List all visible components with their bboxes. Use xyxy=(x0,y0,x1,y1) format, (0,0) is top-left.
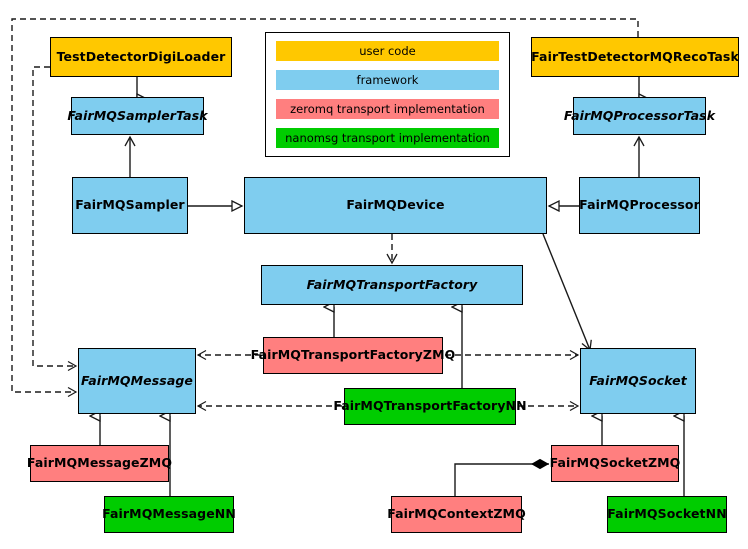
class-box-fairmqprocessortask[interactable]: FairMQProcessorTask xyxy=(564,97,715,135)
edge-contextzmq-socketzmq xyxy=(454,464,549,496)
class-box-fairtestdetectormqrecotask[interactable]: FairTestDetectorMQRecoTask xyxy=(531,37,739,77)
class-label: FairMQTransportFactoryNN xyxy=(333,398,527,414)
class-label: FairMQProcessor xyxy=(579,197,700,213)
edge-device-socket xyxy=(542,233,592,352)
color-legend: user code framework zeromq transport imp… xyxy=(265,32,510,157)
class-box-fairmqmessagezmq[interactable]: FairMQMessageZMQ xyxy=(26,445,173,482)
class-label: FairMQContextZMQ xyxy=(387,506,526,522)
class-box-fairmqsamplertask[interactable]: FairMQSamplerTask xyxy=(67,97,208,135)
class-box-fairmqmessage[interactable]: FairMQMessage xyxy=(78,348,196,414)
class-label: FairMQMessageZMQ xyxy=(26,455,173,471)
legend-item-user-code: user code xyxy=(276,41,499,61)
class-box-fairmqdevice[interactable]: FairMQDevice xyxy=(244,177,547,234)
class-label: FairMQSamplerTask xyxy=(67,107,208,123)
class-label: TestDetectorDigiLoader xyxy=(56,48,226,64)
class-box-fairmqcontextzmq[interactable]: FairMQContextZMQ xyxy=(387,496,526,533)
class-label: FairMQSampler xyxy=(75,197,185,213)
legend-item-nanomsg: nanomsg transport implementation xyxy=(276,128,499,148)
class-box-fairmqsocketnn[interactable]: FairMQSocketNN xyxy=(607,496,727,533)
class-box-fairmqmessagenn[interactable]: FairMQMessageNN xyxy=(102,496,236,533)
legend-label-zeromq: zeromq transport implementation xyxy=(290,102,485,116)
legend-item-framework: framework xyxy=(276,70,499,90)
class-box-fairmqsocket[interactable]: FairMQSocket xyxy=(580,348,696,414)
class-label: FairTestDetectorMQRecoTask xyxy=(531,48,739,64)
class-box-fairmqprocessor[interactable]: FairMQProcessor xyxy=(579,177,700,234)
legend-item-zeromq: zeromq transport implementation xyxy=(276,99,499,119)
class-box-fairmqtransportfactory[interactable]: FairMQTransportFactory xyxy=(261,265,523,305)
class-box-fairmqtransportfactoryzmq[interactable]: FairMQTransportFactoryZMQ xyxy=(251,337,455,374)
class-box-fairmqsocketzmq[interactable]: FairMQSocketZMQ xyxy=(549,445,681,482)
class-box-testdetectordigiloader[interactable]: TestDetectorDigiLoader xyxy=(50,37,232,77)
legend-label-user-code: user code xyxy=(359,44,416,58)
class-box-fairmqtransportfactorynn[interactable]: FairMQTransportFactoryNN xyxy=(333,388,527,425)
class-label: FairMQSocketNN xyxy=(607,506,727,522)
class-label: FairMQProcessorTask xyxy=(563,107,716,123)
class-label: FairMQTransportFactoryZMQ xyxy=(250,347,456,363)
legend-label-nanomsg: nanomsg transport implementation xyxy=(285,131,490,145)
class-label: FairMQDevice xyxy=(346,197,445,213)
class-box-fairmqsampler[interactable]: FairMQSampler xyxy=(72,177,188,234)
class-label: FairMQSocket xyxy=(589,372,687,388)
legend-label-framework: framework xyxy=(356,73,419,87)
class-label: FairMQMessage xyxy=(80,372,193,388)
class-label: FairMQMessageNN xyxy=(102,506,236,522)
class-label: FairMQTransportFactory xyxy=(306,276,478,292)
class-label: FairMQSocketZMQ xyxy=(549,455,681,471)
